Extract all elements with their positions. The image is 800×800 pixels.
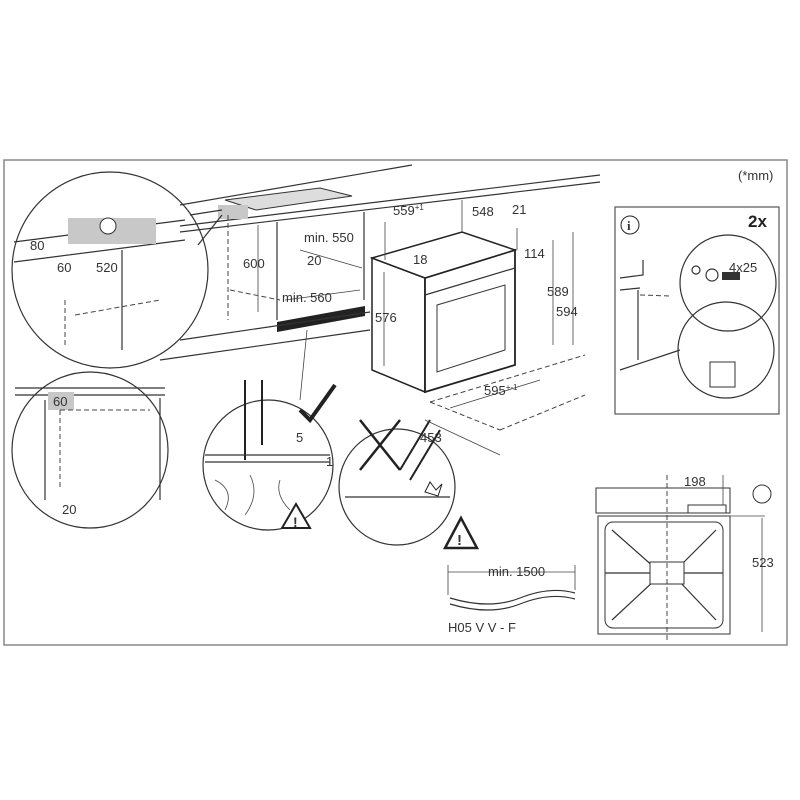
warning-icon: ! [280, 502, 312, 530]
oven-drawing [369, 200, 586, 456]
socket-offset-198: 198 [684, 474, 706, 489]
oven-height-576: 576 [375, 310, 397, 325]
fixing-panel: i 2x [614, 206, 780, 415]
wrong-install-callout [338, 419, 456, 546]
oven-panel-114: 114 [524, 246, 545, 261]
info-icon [620, 215, 640, 235]
socket-callout-circle: electric-socket-icon [11, 171, 223, 369]
socket-depth-60: 60 [57, 260, 71, 275]
quantity-2x: 2x [748, 212, 767, 231]
units-note: (*mm) [738, 168, 773, 183]
checkmark-icon [298, 383, 337, 424]
oven-front-21: 21 [512, 202, 526, 217]
oven-top-18: 18 [413, 252, 427, 267]
oven-width-559: 559+1 [393, 203, 424, 218]
cable-type: H05 V V - F [448, 620, 516, 635]
side-depth-60: 60 [53, 394, 67, 409]
electric-socket-icon [99, 217, 117, 235]
cable-length: min. 1500 [488, 564, 545, 579]
oven-width-595: 595+-1 [484, 383, 518, 398]
diagram-frame [3, 159, 788, 646]
oven-depth-548: 548 [472, 204, 494, 219]
socket-height-80: 80 [30, 238, 44, 253]
cross-icon [359, 419, 401, 471]
oven-height-594: 594 [556, 304, 578, 319]
screw-size: 4x25 [729, 260, 757, 275]
oven-depth-453: 453 [420, 430, 442, 445]
cabinet-width-min-560: min. 560 [282, 290, 332, 305]
side-gap-20: 20 [62, 502, 76, 517]
cabinet-depth-min-550: min. 550 [304, 230, 354, 245]
cable-drawing: ! [442, 515, 576, 611]
oven-height-589: 589 [547, 284, 569, 299]
kitchen-cabinet-drawing [159, 164, 601, 361]
front-view-drawing: electric-socket-icon [595, 475, 772, 640]
front-height-523: 523 [752, 555, 774, 570]
electric-socket-icon [752, 484, 772, 504]
side-view-callout-circle [11, 371, 169, 529]
socket-height-520: 520 [96, 260, 118, 275]
gap-1: 1 [326, 454, 333, 469]
correct-install-callout: ! [202, 329, 337, 531]
svg-text:i: i [627, 218, 631, 233]
warning-icon: ! [442, 515, 480, 550]
svg-text:!: ! [457, 532, 462, 549]
gap-5: 5 [296, 430, 303, 445]
svg-text:!: ! [293, 514, 298, 530]
cabinet-gap-20: 20 [307, 253, 321, 268]
cabinet-height-600: 600 [243, 256, 265, 271]
